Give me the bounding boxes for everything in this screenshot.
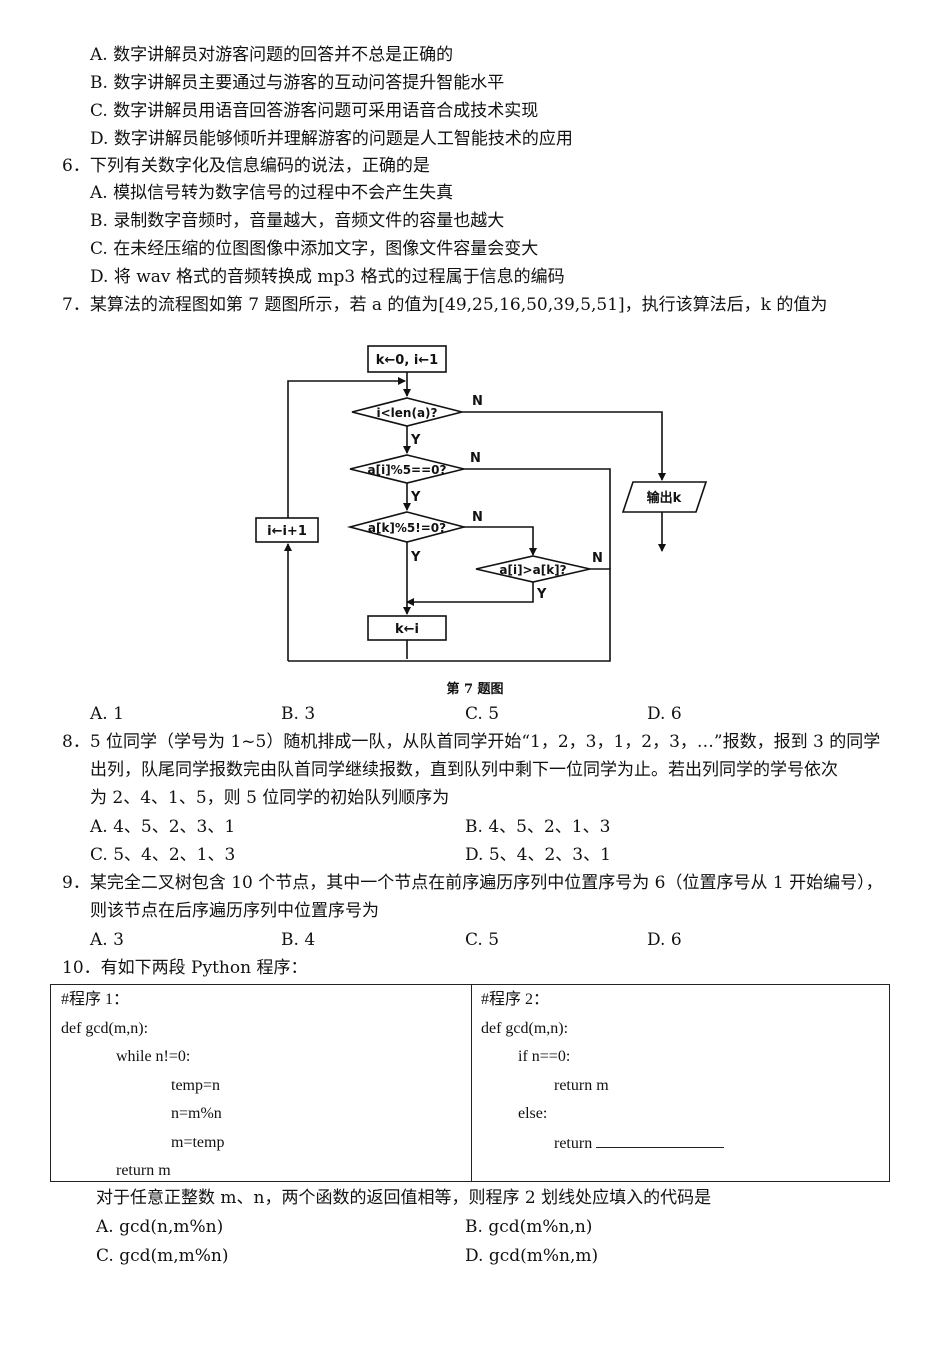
increment-box (255, 517, 319, 543)
q9-option-d: D. 6 (647, 930, 682, 950)
cond2-label: a[i]%5==0? (368, 463, 447, 477)
program2-line: if n==0: (518, 1048, 571, 1065)
q7-option-c: C. 5 (465, 704, 500, 724)
cond4-no-label: N (592, 551, 603, 566)
program2-line: return m (554, 1077, 609, 1094)
q6-option-a: A. 模拟信号转为数字信号的过程中不会产生失真 (90, 183, 454, 203)
cond2-no-label: N (470, 451, 481, 466)
q5-option-d: D. 数字讲解员能够倾听并理解游客的问题是人工智能技术的应用 (90, 129, 573, 149)
q7-stem: 7．某算法的流程图如第 7 题图所示，若 a 的值为[49,25,16,50,3… (62, 295, 828, 315)
q8-option-c: C. 5、4、2、1、3 (90, 845, 236, 865)
q5-option-a: A. 数字讲解员对游客问题的回答并不总是正确的 (90, 45, 454, 65)
cond3-no-label: N (472, 510, 483, 525)
program2-line: #程序 2： (481, 991, 550, 1008)
q5-option-c: C. 数字讲解员用语音回答游客问题可采用语音合成技术实现 (90, 101, 539, 121)
program2-line: else: (518, 1105, 548, 1122)
q8-option-b: B. 4、5、2、1、3 (465, 817, 611, 837)
program1-line: return m (116, 1162, 171, 1179)
cond3-label: a[k]%5!=0? (368, 521, 446, 535)
init-label: k←0, i←1 (376, 353, 438, 368)
program2-line: def gcd(m,n): (481, 1020, 569, 1037)
q6-option-c: C. 在未经压缩的位图图像中添加文字，图像文件容量会变大 (90, 239, 539, 259)
program1-line: #程序 1： (61, 991, 130, 1008)
output-parallelogram (621, 481, 708, 513)
q10-stem: 10．有如下两段 Python 程序： (62, 958, 308, 978)
q6-option-b: B. 录制数字音频时，音量越大，音频文件的容量也越大 (90, 211, 505, 231)
program1-line: temp=n (171, 1077, 221, 1094)
q8-stem-line3: 为 2、4、1、5，则 5 位同学的初始队列顺序为 (90, 788, 450, 808)
q9-option-b: B. 4 (281, 930, 316, 950)
q9-option-c: C. 5 (465, 930, 500, 950)
q7-option-b: B. 3 (281, 704, 316, 724)
q8-stem-line1: 8．5 位同学（学号为 1~5）随机排成一队，从队首同学开始“1，2，3，1，2… (62, 732, 881, 752)
cond3-yes-label: Y (410, 550, 421, 565)
q10-option-c: C. gcd(m,m%n) (96, 1246, 229, 1266)
q10-option-a: A. gcd(n,m%n) (96, 1217, 224, 1237)
q7-figure-caption: 第 7 题图 (446, 682, 504, 697)
program1-line: m=temp (171, 1134, 225, 1151)
program2-return-line: return (554, 1133, 725, 1154)
cond4-yes-label: Y (536, 587, 547, 602)
q6-option-d: D. 将 wav 格式的音频转换成 mp3 格式的过程属于信息的编码 (90, 267, 565, 287)
q10-question: 对于任意正整数 m、n，两个函数的返回值相等，则程序 2 划线处应填入的代码是 (96, 1188, 712, 1208)
q7-option-d: D. 6 (647, 704, 682, 724)
answer-blank (596, 1133, 725, 1148)
q5-option-b: B. 数字讲解员主要通过与游客的互动问答提升智能水平 (90, 73, 505, 93)
q9-stem-line1: 9．某完全二叉树包含 10 个节点，其中一个节点在前序遍历序列中位置序号为 6（… (62, 873, 883, 893)
output-label: 输出k (647, 490, 682, 506)
cond1-no-label: N (472, 394, 483, 409)
q10-option-d: D. gcd(m%n,m) (465, 1246, 599, 1266)
q10-option-b: B. gcd(m%n,n) (465, 1217, 593, 1237)
q8-option-d: D. 5、4、2、3、1 (465, 845, 611, 865)
q8-stem-line2: 出列，队尾同学报数完由队首同学继续报数，直到队列中剩下一位同学为止。若出列同学的… (90, 760, 838, 780)
q8-option-a: A. 4、5、2、3、1 (90, 817, 236, 837)
assign-k-label: k←i (395, 622, 419, 637)
program1-line: while n!=0: (116, 1048, 191, 1065)
q7-flowchart: k←0, i←1 i<len(a)? a[i]%5==0? a[k]%5!=0?… (255, 345, 708, 662)
program1-line: n=m%n (171, 1105, 222, 1122)
cond2-yes-label: Y (410, 490, 421, 505)
cond1-label: i<len(a)? (377, 406, 438, 420)
cond4-label: a[i]>a[k]? (499, 563, 566, 577)
q9-stem-line2: 则该节点在后序遍历序列中位置序号为 (90, 901, 379, 921)
q6-stem: 6．下列有关数字化及信息编码的说法，正确的是 (62, 156, 430, 176)
code-table-divider (471, 985, 472, 1181)
increment-label: i←i+1 (267, 524, 307, 539)
q10-code-table: #程序 1： def gcd(m,n): while n!=0: temp=n … (50, 984, 890, 1182)
q7-option-a: A. 1 (90, 704, 124, 724)
q9-option-a: A. 3 (90, 930, 124, 950)
cond1-yes-label: Y (410, 433, 421, 448)
program1-line: def gcd(m,n): (61, 1020, 149, 1037)
